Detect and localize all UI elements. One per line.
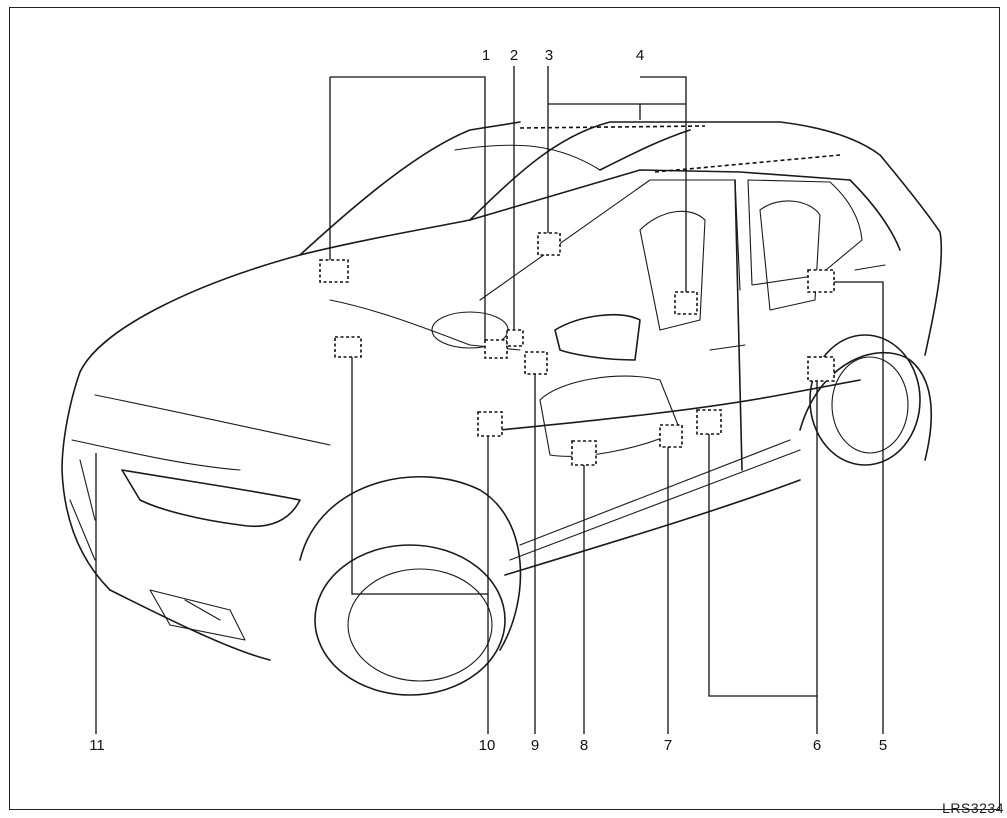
curtain-airbag-line-lower xyxy=(654,154,841,173)
callout-10: 10 xyxy=(479,737,496,754)
curtain-airbag-line-upper xyxy=(519,125,706,129)
marker-9 xyxy=(524,351,548,375)
callout-9: 9 xyxy=(531,737,539,754)
marker-3 xyxy=(537,232,561,256)
callout-11: 11 xyxy=(89,737,105,754)
callout-2: 2 xyxy=(510,47,518,64)
car-body-outline xyxy=(61,121,943,696)
callout-1: 1 xyxy=(482,47,490,64)
callout-labels: 1 2 3 4 5 6 7 8 9 10 11 xyxy=(89,47,887,754)
callout-4: 4 xyxy=(636,47,644,64)
callout-3: 3 xyxy=(545,47,553,64)
component-markers xyxy=(319,125,841,466)
leader-lines xyxy=(95,66,884,734)
callout-7: 7 xyxy=(664,737,672,754)
figure-reference-code: LRS3234 xyxy=(942,800,1004,816)
callout-5: 5 xyxy=(879,737,887,754)
marker-1a xyxy=(319,259,349,283)
callout-8: 8 xyxy=(580,737,588,754)
marker-10b xyxy=(477,411,503,437)
figure-frame xyxy=(9,7,1000,810)
marker-7 xyxy=(659,424,683,448)
marker-5 xyxy=(807,269,835,293)
marker-6b xyxy=(807,356,835,382)
marker-4 xyxy=(674,291,698,315)
marker-8 xyxy=(571,440,597,466)
marker-6a xyxy=(696,409,722,435)
marker-1b xyxy=(484,339,508,359)
callout-6: 6 xyxy=(813,737,821,754)
marker-10a xyxy=(334,336,362,358)
marker-2 xyxy=(506,329,524,347)
